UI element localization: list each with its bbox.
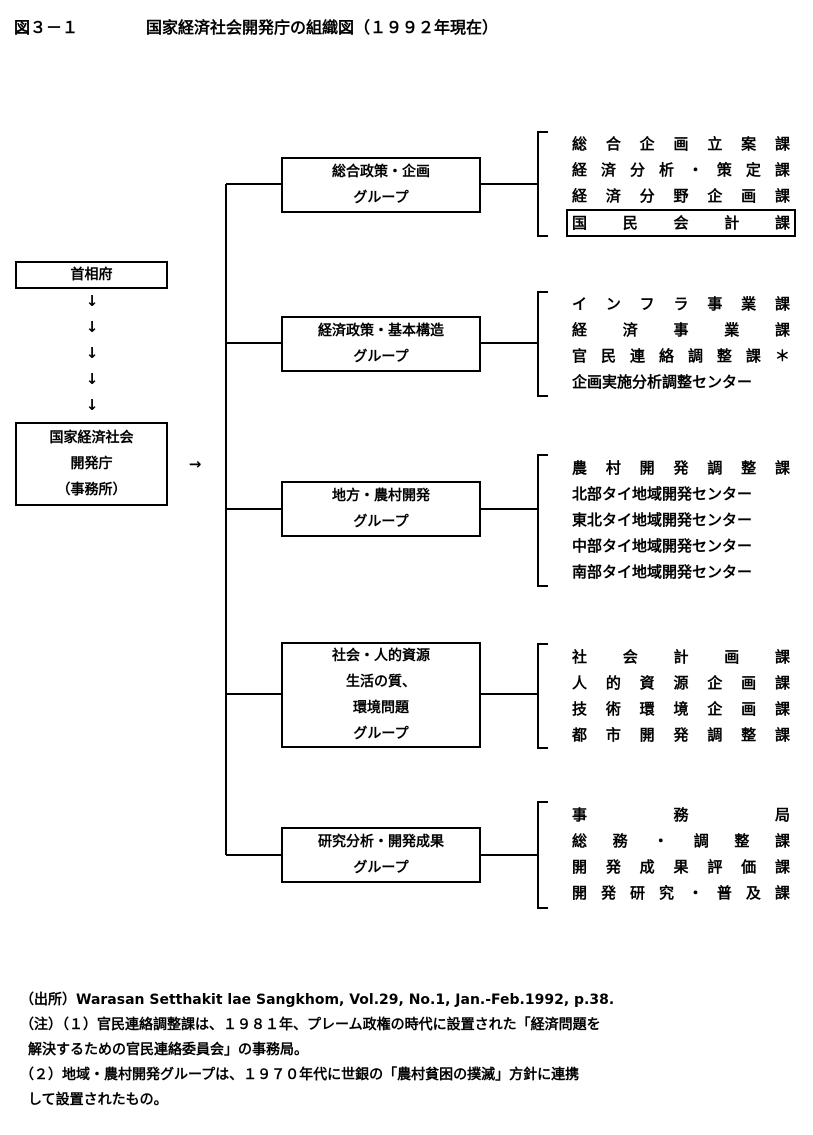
section-bracket-1 (537, 131, 548, 237)
group-box-line: 地方・農村開発 (332, 488, 430, 504)
note-2: （２）地域・農村開発グループは、１９７０年代に世銀の「農村貧困の撲滅」方針に連携 (20, 1067, 580, 1083)
section-bracket-3 (537, 454, 548, 587)
footnotes: （出所）Warasan Setthakit lae Sangkhom, Vol.… (20, 988, 800, 1113)
group-box-economic-policy: 経済政策・基本構造 グループ (281, 316, 481, 372)
figure-title-text: 国家経済社会開発庁の組織図（１９９２年現在） (146, 18, 499, 37)
section-item: 企画実施分析調整センター (572, 373, 753, 391)
section-item: 総合企画立案課 (572, 135, 790, 153)
section-item: 経済事業課 (572, 321, 790, 339)
section-item: インフラ事業課 (572, 295, 790, 313)
section-item: 経済分野企画課 (572, 187, 790, 205)
section-list-2: インフラ事業課 経済事業課 官民連絡調整課＊ 企画実施分析調整センター (572, 291, 790, 395)
section-item: 東北タイ地域開発センター (572, 511, 753, 529)
prime-minister-office-box: 首相府 (15, 261, 168, 289)
group-box-policy-planning: 総合政策・企画 グループ (281, 157, 481, 213)
group-box-line: 生活の質、 (346, 674, 416, 690)
section-item: 都市開発調整課 (572, 726, 790, 744)
prime-minister-office-label: 首相府 (70, 267, 113, 283)
section-item: 開発成果評価課 (572, 858, 790, 876)
group-box-line: 研究分析・開発成果 (318, 834, 444, 850)
group-box-line: グループ (353, 726, 409, 742)
section-bracket-4 (537, 643, 548, 749)
down-arrow-icon: ↓ (85, 396, 99, 414)
section-list-3: 農村開発調整課 北部タイ地域開発センター 東北タイ地域開発センター 中部タイ地域… (572, 455, 790, 585)
section-bracket-5 (537, 801, 548, 909)
section-item: 経済分析・策定課 (572, 161, 790, 179)
group-box-line: 環境問題 (353, 700, 409, 716)
section-item-highlighted: 国民会計課 (566, 209, 796, 237)
down-arrow-icon: ↓ (85, 344, 99, 362)
section-item: 北部タイ地域開発センター (572, 485, 753, 503)
section-list-4: 社会計画課 人的資源企画課 技術環境企画課 都市開発調整課 (572, 644, 790, 748)
note-1: （注）（１）官民連絡調整課は、１９８１年、プレーム政権の時代に設置された「経済問… (20, 1017, 601, 1033)
group-box-line: 総合政策・企画 (332, 164, 430, 180)
agency-line: 開発庁 (70, 456, 113, 472)
section-item: 中部タイ地域開発センター (572, 537, 753, 555)
figure-number: 図３－１ (14, 18, 79, 37)
figure-title: 図３－１ 国家経済社会開発庁の組織図（１９９２年現在） (14, 14, 498, 38)
down-arrow-icon: ↓ (85, 318, 99, 336)
group-box-line: グループ (353, 349, 409, 365)
section-item: 南部タイ地域開発センター (572, 563, 753, 581)
section-list-5: 事務局 総務・調整課 開発成果評価課 開発研究・普及課 (572, 802, 790, 906)
section-item: 総務・調整課 (572, 832, 790, 850)
right-arrow-icon: → (188, 455, 202, 473)
section-item: 事務局 (572, 806, 790, 824)
note-1-continued: 解決するための官民連絡委員会」の事務局。 (28, 1042, 308, 1058)
group-box-line: 社会・人的資源 (332, 648, 430, 664)
down-arrow-icon: ↓ (85, 292, 99, 310)
group-box-social-human: 社会・人的資源 生活の質、 環境問題 グループ (281, 642, 481, 748)
section-item: 農村開発調整課 (572, 459, 790, 477)
section-bracket-2 (537, 291, 548, 397)
agency-line: 国家経済社会 (49, 430, 134, 446)
source-note: （出所）Warasan Setthakit lae Sangkhom, Vol.… (20, 992, 615, 1008)
group-box-line: グループ (353, 190, 409, 206)
group-box-research: 研究分析・開発成果 グループ (281, 827, 481, 883)
section-item: 官民連絡調整課＊ (572, 347, 790, 365)
section-item: 開発研究・普及課 (572, 884, 790, 902)
note-2-continued: して設置されたもの。 (28, 1092, 168, 1108)
agency-box: 国家経済社会 開発庁 （事務所） (15, 422, 168, 506)
section-item: 技術環境企画課 (572, 700, 790, 718)
agency-line: （事務所） (56, 482, 127, 498)
group-box-line: グループ (353, 860, 409, 876)
down-arrow-icon: ↓ (85, 370, 99, 388)
section-item: 社会計画課 (572, 648, 790, 666)
group-box-line: グループ (353, 514, 409, 530)
group-box-regional-rural: 地方・農村開発 グループ (281, 481, 481, 537)
section-item: 人的資源企画課 (572, 674, 790, 692)
group-box-line: 経済政策・基本構造 (318, 323, 444, 339)
section-list-1: 総合企画立案課 経済分析・策定課 経済分野企画課 国民会計課 (566, 131, 796, 237)
